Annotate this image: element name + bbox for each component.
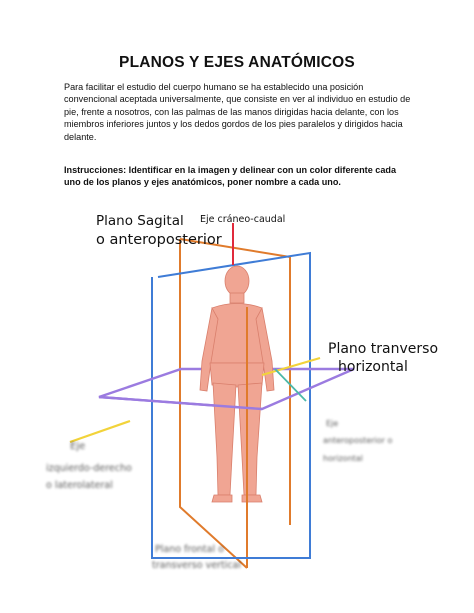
label-axis-craniocaudal: Eje cráneo-caudal bbox=[200, 214, 285, 225]
label-sagittal-2: o anteroposterior bbox=[96, 232, 222, 248]
label-axis-lr-3: o laterolateral bbox=[46, 480, 113, 491]
label-axis-ap-1: Eje bbox=[326, 419, 338, 428]
label-sagittal-1: Plano Sagital bbox=[96, 213, 184, 229]
label-axis-ap-3: horizontal bbox=[323, 454, 363, 463]
ap-axis bbox=[274, 368, 307, 402]
label-axis-lr-1: Eje bbox=[70, 441, 85, 452]
transverse-plane-front-edge bbox=[98, 395, 263, 411]
lr-axis bbox=[69, 356, 321, 444]
human-body-figure bbox=[199, 265, 275, 503]
label-transverse-1: Plano tranverso bbox=[328, 341, 438, 357]
label-frontal-2: transverso vertical bbox=[152, 560, 241, 571]
anatomical-planes-figure: Plano Sagital o anteroposterior Eje crán… bbox=[46, 213, 438, 571]
label-axis-ap-2: anteroposterior o bbox=[323, 436, 392, 445]
label-transverse-2: horizontal bbox=[338, 359, 408, 375]
blurred-labels: Eje izquierdo-derecho o laterolateral Ej… bbox=[46, 419, 392, 571]
document-title: PLANOS Y EJES ANATÓMICOS bbox=[119, 54, 355, 71]
instructions-paragraph: Instrucciones: Identificar en la imagen … bbox=[64, 165, 397, 188]
label-frontal-1: Plano frontal o bbox=[155, 544, 224, 555]
frontal-plane bbox=[151, 251, 311, 559]
intro-paragraph: Para facilitar el estudio del cuerpo hum… bbox=[64, 82, 411, 142]
label-axis-lr-2: izquierdo-derecho bbox=[46, 463, 132, 474]
